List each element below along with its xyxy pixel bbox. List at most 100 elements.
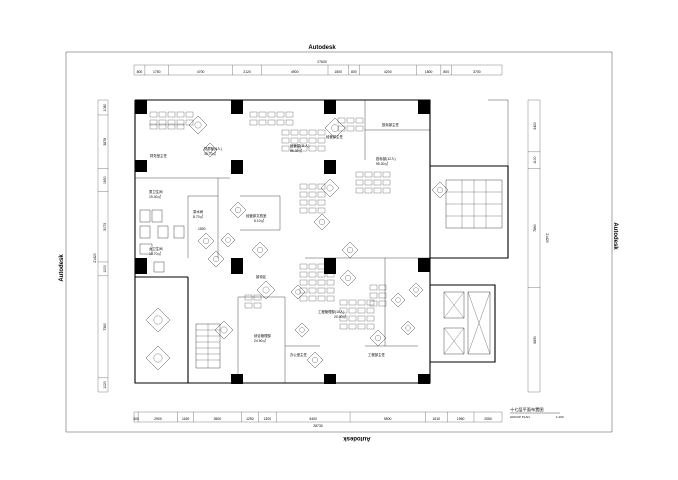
desk <box>167 111 176 118</box>
meeting-table-diamond <box>313 213 331 231</box>
dim-bottom-segment-label: 1250 <box>246 417 254 421</box>
desk <box>355 187 364 194</box>
meeting-table-diamond <box>214 320 234 340</box>
drawing-scale: 1:100 <box>556 415 564 419</box>
meeting-table-center <box>153 353 163 363</box>
desk <box>253 302 262 309</box>
desk <box>299 129 308 136</box>
meeting-table-diamond <box>290 284 306 300</box>
desk <box>337 117 346 124</box>
top-dimension-chain: 27600 <box>134 60 502 76</box>
dim-top-segment-label: 1500 <box>334 70 342 74</box>
room-label-mens-toilet: 男卫生间 <box>149 189 163 194</box>
meeting-table-diamond <box>256 280 276 300</box>
room-label-office-head: 办公室主任 <box>290 352 308 357</box>
desk <box>149 123 158 130</box>
meeting-table-center <box>413 287 419 293</box>
dim-top-segment-label: 4200 <box>384 70 392 74</box>
desk <box>355 179 364 186</box>
desk <box>176 111 185 118</box>
desk <box>308 295 317 302</box>
desk <box>317 279 326 286</box>
dim-top-segment-label: 1750 <box>153 70 161 74</box>
desk <box>339 307 348 314</box>
meeting-table-center <box>213 256 219 262</box>
meeting-table-center <box>220 326 228 334</box>
dim-top-segment-label: 1800 <box>425 70 433 74</box>
desk <box>308 271 317 278</box>
desk <box>299 207 308 214</box>
desk <box>348 299 357 306</box>
watermark-bottom: Autodesk <box>343 435 371 441</box>
meeting-table-center <box>347 247 353 253</box>
meeting-table-diamond <box>188 115 208 135</box>
desk <box>276 119 285 126</box>
meeting-table-diamond <box>202 142 218 158</box>
desk <box>317 263 326 270</box>
room-label-engineering-dept: 工程管理部(10人) <box>318 309 344 314</box>
dim-top-segment-label: 3700 <box>473 70 481 74</box>
desk <box>326 263 335 270</box>
room-area-engineering-dept: 20.00㎡ <box>334 314 346 319</box>
dim-right-segment-label: 1100 <box>533 156 537 163</box>
desk <box>373 179 382 186</box>
desk <box>317 183 326 190</box>
desk <box>281 145 290 152</box>
desk <box>366 323 375 330</box>
room-area-general-office: 24.90㎡ <box>254 338 266 343</box>
room-area-archive-room: 5.10㎡ <box>254 218 265 223</box>
desk <box>308 199 317 206</box>
elevator-shafts <box>430 284 496 363</box>
desk <box>378 284 387 291</box>
desk <box>364 187 373 194</box>
desk <box>346 125 355 132</box>
stair-right <box>430 99 509 259</box>
desk <box>290 137 299 144</box>
desk <box>378 292 387 299</box>
dim-left-total: 21420 <box>93 253 97 263</box>
desk <box>249 111 258 118</box>
watermark-right: Autodesk <box>612 222 618 250</box>
meeting-table-center <box>319 219 325 225</box>
dim-bottom-segment-label: 1300 <box>264 417 272 421</box>
desk <box>267 119 276 126</box>
dim-top-segment-label: 2120 <box>243 70 251 74</box>
dim-top-segment-label: 800 <box>443 70 449 74</box>
desk <box>308 191 317 198</box>
meeting-table-diamond <box>229 201 247 219</box>
desk <box>299 183 308 190</box>
meeting-table-center <box>312 357 318 363</box>
desk <box>281 129 290 136</box>
desk <box>244 302 253 309</box>
desk <box>253 294 262 301</box>
dim-bottom-segment-label: 2900 <box>154 417 162 421</box>
desk <box>267 111 276 118</box>
meeting-table-center <box>262 286 270 294</box>
desk <box>317 129 326 136</box>
desk <box>382 187 391 194</box>
meeting-table-diamond <box>145 345 171 371</box>
desk <box>285 119 294 126</box>
dim-bottom-segment-label: 1950 <box>457 417 465 421</box>
meeting-table-center <box>225 237 231 243</box>
desk <box>317 191 326 198</box>
dim-bottom-total: 28730 <box>313 424 323 428</box>
desk <box>276 111 285 118</box>
desk <box>308 183 317 190</box>
desk <box>366 307 375 314</box>
right-dimension-chain: 21420 <box>527 100 549 392</box>
desk-clusters <box>149 111 391 330</box>
desk <box>317 207 326 214</box>
meeting-table-diamond <box>220 232 236 248</box>
meeting-table-center <box>153 315 163 325</box>
desk <box>366 299 375 306</box>
desk <box>382 171 391 178</box>
meeting-table-center <box>207 147 213 153</box>
meeting-table-diamond <box>197 232 215 250</box>
desk <box>369 284 378 291</box>
desk <box>357 299 366 306</box>
dim-top-total: 27600 <box>317 60 327 64</box>
desk <box>185 111 194 118</box>
dim-top-segment-label: 800 <box>137 70 143 74</box>
desk <box>299 279 308 286</box>
